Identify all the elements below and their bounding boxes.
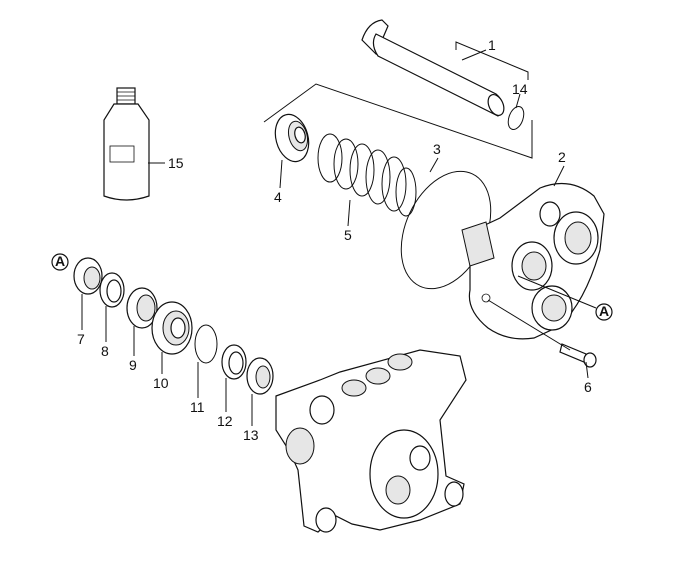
bottle-part-15 bbox=[103, 87, 150, 201]
callout-15: 15 bbox=[168, 155, 184, 171]
screw-part-6 bbox=[559, 343, 597, 368]
callout-1: 1 bbox=[488, 37, 496, 53]
o-ring-part-14 bbox=[507, 105, 525, 131]
seal-part-10 bbox=[151, 301, 193, 355]
marker-a-right-label: A bbox=[599, 303, 609, 319]
callout-4: 4 bbox=[274, 189, 282, 205]
ring-part-13 bbox=[246, 357, 274, 395]
marker-a-left-label: A bbox=[55, 253, 65, 269]
callout-5: 5 bbox=[344, 227, 352, 243]
pump-housing bbox=[275, 349, 467, 533]
callout-8: 8 bbox=[101, 343, 109, 359]
marker-a-left: A bbox=[51, 253, 69, 271]
ring-part-12 bbox=[221, 344, 247, 380]
leader-lines bbox=[81, 49, 597, 426]
callout-10: 10 bbox=[153, 375, 169, 391]
plate-part-2 bbox=[461, 182, 605, 340]
callout-2: 2 bbox=[558, 149, 566, 165]
ring-part-7 bbox=[73, 257, 103, 295]
callout-11: 11 bbox=[190, 399, 205, 415]
seal-part-4 bbox=[274, 113, 310, 163]
callout-3: 3 bbox=[433, 141, 441, 157]
callout-13: 13 bbox=[243, 427, 259, 443]
marker-a-right: A bbox=[595, 303, 613, 321]
o-ring-part-11 bbox=[194, 324, 218, 364]
callout-labels: 1 2 3 4 5 6 7 8 9 10 11 12 13 14 15 bbox=[77, 37, 592, 443]
ring-part-8 bbox=[99, 272, 125, 308]
plunger-part-1 bbox=[361, 19, 505, 117]
callout-9: 9 bbox=[129, 357, 137, 373]
callout-6: 6 bbox=[584, 379, 592, 395]
bracket-1-14 bbox=[263, 41, 533, 159]
callout-7: 7 bbox=[77, 331, 85, 347]
ring-part-9 bbox=[126, 287, 158, 329]
callout-12: 12 bbox=[217, 413, 233, 429]
callout-14: 14 bbox=[512, 81, 528, 97]
spring-part-5 bbox=[317, 133, 417, 217]
